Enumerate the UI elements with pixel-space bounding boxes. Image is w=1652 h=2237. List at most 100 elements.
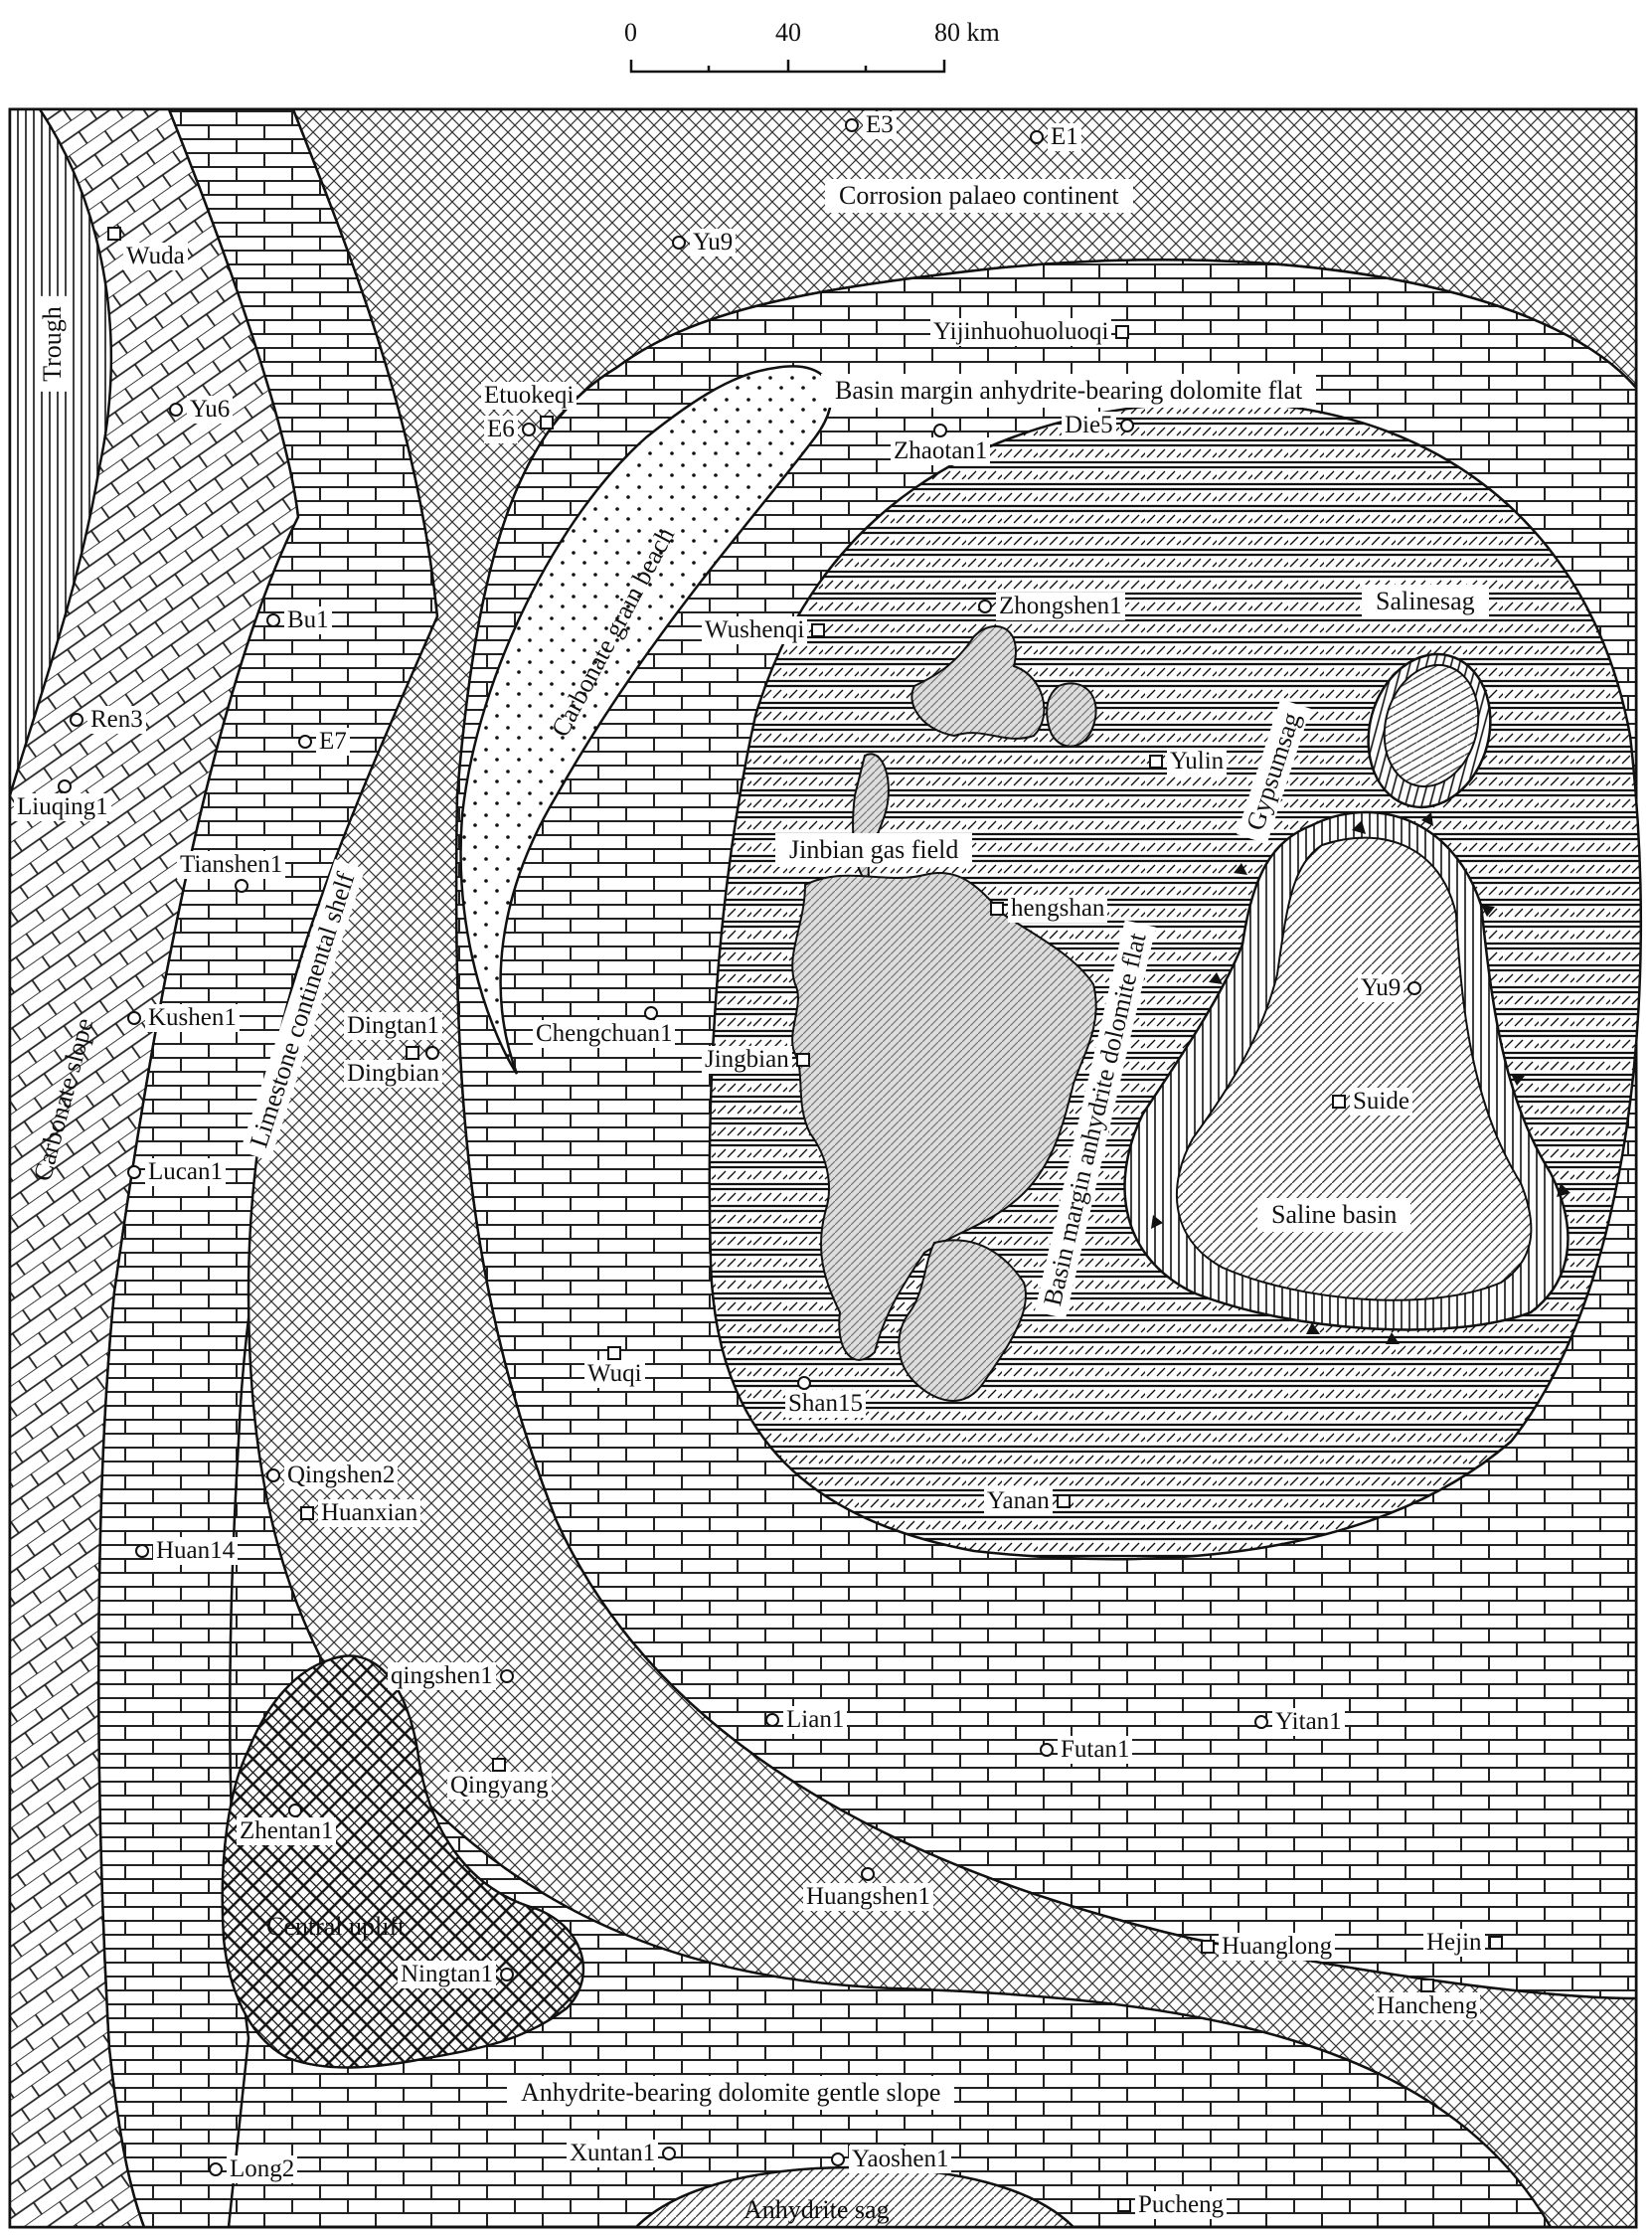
town-square-icon xyxy=(1117,2198,1131,2212)
town-square-icon xyxy=(990,902,1004,916)
town-hancheng: Hancheng xyxy=(1374,1979,1481,2020)
well-e6: E6 xyxy=(484,416,554,443)
well-label: Wushenqi xyxy=(702,616,808,644)
well-label: Qingyang xyxy=(447,1772,552,1800)
well-label: Dingbian xyxy=(344,1060,443,1088)
town-huanglong: Huanglong xyxy=(1201,1933,1336,1961)
town-hejin: Hejin xyxy=(1423,1929,1503,1957)
zone-saline-basin xyxy=(1175,836,1533,1301)
well-label: Pucheng xyxy=(1135,2191,1228,2219)
well-zhentan1: Zhentan1 xyxy=(237,1804,337,1845)
well-label: Yu9 xyxy=(690,229,737,257)
saline-basin-teeth xyxy=(1151,812,1570,1344)
well-e3: E3 xyxy=(845,111,897,139)
well-circle-icon xyxy=(1030,130,1044,144)
well-circle-icon xyxy=(644,1006,658,1020)
well-long2: Long2 xyxy=(209,2155,298,2183)
town-square-icon xyxy=(607,1346,622,1360)
well-huangshen1: Huangshen1 xyxy=(803,1867,933,1911)
label-jinbian-gas-field: Jinbian gas field xyxy=(775,833,973,867)
well-label: Bu1 xyxy=(284,606,332,634)
town-square-icon xyxy=(1149,755,1163,769)
well-circle-icon xyxy=(1407,981,1422,995)
well-circle-icon xyxy=(500,1968,515,1981)
well-circle-icon xyxy=(127,1165,141,1179)
well-huan14: Huan14 xyxy=(135,1537,239,1565)
well-circle-icon xyxy=(298,735,312,749)
town-square-icon xyxy=(1056,1494,1071,1508)
well-circle-icon xyxy=(765,1713,779,1727)
town-square-icon xyxy=(107,227,121,241)
town-square-icon xyxy=(492,1758,507,1772)
label-corrosion-continent: Corrosion palaeo continent xyxy=(825,179,1133,213)
well-label: Huanxian xyxy=(318,1499,421,1527)
well-label: Yanan xyxy=(984,1487,1053,1515)
well-label: E7 xyxy=(316,728,350,756)
town-huanxian: Huanxian xyxy=(300,1499,421,1527)
scale-tick-80: 80 km xyxy=(934,18,1000,47)
zone-salinesag xyxy=(1383,663,1480,788)
well-label: Xuntan1 xyxy=(567,2140,659,2167)
well-label: Zhentan1 xyxy=(237,1817,337,1845)
label-basin-margin-flat-north: Basin margin anhydrite-bearing dolomite … xyxy=(821,374,1317,408)
well-label: Zhaotan1 xyxy=(891,437,991,465)
well-label: Yaoshen1 xyxy=(849,2146,952,2173)
well-e7: E7 xyxy=(298,728,350,756)
well-label: Yu9 xyxy=(1358,974,1404,1002)
town-wuda: Wuda xyxy=(107,227,188,270)
well-yu6: Yu6 xyxy=(169,396,234,424)
well-circle-icon xyxy=(861,1867,876,1881)
label-anhydrite-sag: Anhydrite sag xyxy=(743,2195,890,2224)
well-label: Yulin xyxy=(1167,748,1228,775)
town-hengshan: hengshan xyxy=(990,895,1108,923)
well-dingtan1: Dingtan1 xyxy=(344,1012,443,1040)
well-qingshen2: Qingshen2 xyxy=(266,1462,399,1489)
label-saline-basin: Saline basin xyxy=(1257,1198,1411,1232)
well-label: Dingtan1 xyxy=(344,1012,443,1040)
label-central-uplift: Central uplift xyxy=(266,1912,406,1941)
scale-bar xyxy=(629,60,946,74)
town-dingbian: Dingbian xyxy=(344,1046,443,1088)
well-circle-icon xyxy=(662,2147,677,2160)
well-circle-icon xyxy=(672,236,686,250)
well-label: E1 xyxy=(1048,123,1081,151)
well-label: Hejin xyxy=(1423,1929,1485,1957)
town-wushenqi: Wushenqi xyxy=(702,616,826,644)
well-label: Shan15 xyxy=(785,1390,866,1418)
town-square-icon xyxy=(539,416,554,430)
well-label: Huanglong xyxy=(1219,1933,1336,1961)
well-label: Suide xyxy=(1350,1088,1412,1116)
town-square-icon xyxy=(300,1506,314,1520)
town-square-icon xyxy=(1115,325,1130,339)
well-shan15: Shan15 xyxy=(785,1376,866,1418)
scale-tick-0: 0 xyxy=(624,18,637,47)
well-label: Chengchuan1 xyxy=(533,1020,676,1048)
town-square-icon xyxy=(1201,1940,1215,1954)
well-circle-icon xyxy=(425,1046,439,1060)
well-label: Wuqi xyxy=(584,1360,645,1388)
well-yaoshen1: Yaoshen1 xyxy=(831,2146,952,2173)
town-suide: Suide xyxy=(1332,1088,1412,1116)
town-square-icon xyxy=(1488,1936,1503,1950)
well-zhongshen1: Zhongshen1 xyxy=(978,593,1125,620)
well-circle-icon xyxy=(127,1011,141,1025)
well-circle-icon xyxy=(70,713,83,727)
well-label: Qingshen2 xyxy=(284,1462,399,1489)
well-xuntan1: Xuntan1 xyxy=(567,2140,677,2167)
well-label: Etuokeqi xyxy=(481,382,578,410)
well-label: Wuda xyxy=(123,243,188,270)
well-circle-icon xyxy=(1119,419,1134,432)
well-label: Tianshen1 xyxy=(177,851,286,879)
well-die5: Die5 xyxy=(1062,412,1134,439)
zone-trough xyxy=(8,107,112,796)
well-circle-icon xyxy=(266,613,280,627)
label-gentle-slope: Anhydrite-bearing dolomite gentle slope xyxy=(507,2076,955,2110)
well-label: Yu6 xyxy=(187,396,234,424)
town-jingbian: Jingbian xyxy=(702,1046,810,1074)
well-e1: E1 xyxy=(1030,123,1081,151)
well-circle-icon xyxy=(58,779,72,793)
well-label: Lucan1 xyxy=(145,1158,226,1186)
well-kushen1: Kushen1 xyxy=(127,1004,240,1032)
town-pucheng: Pucheng xyxy=(1117,2191,1228,2219)
